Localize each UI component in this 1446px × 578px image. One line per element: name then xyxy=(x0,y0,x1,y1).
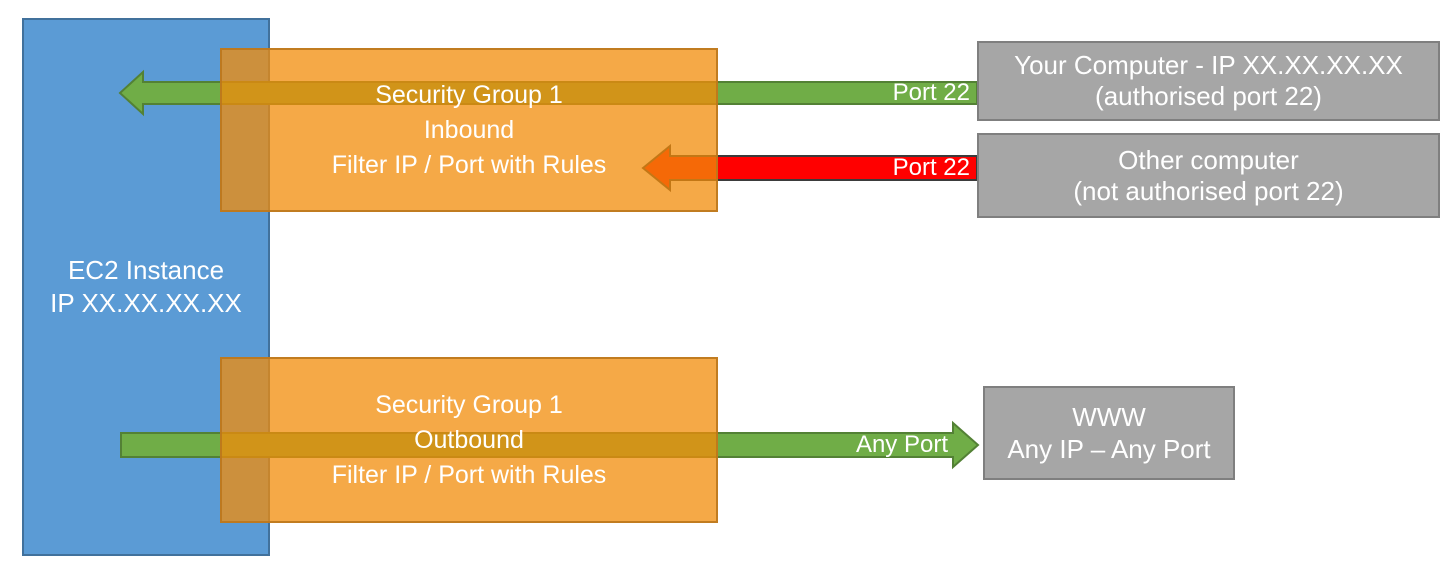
other-computer-title: Other computer xyxy=(1118,144,1299,175)
www-box: WWW Any IP – Any Port xyxy=(983,386,1235,480)
www-subtitle: Any IP – Any Port xyxy=(1007,434,1211,464)
security-group-outbound-box: Security Group 1 Outbound Filter IP / Po… xyxy=(220,357,718,523)
ec2-instance-ip: IP XX.XX.XX.XX xyxy=(50,288,242,318)
port-22-allowed-label: Port 22 xyxy=(892,79,970,106)
your-computer-box: Your Computer - IP XX.XX.XX.XX (authoris… xyxy=(977,41,1440,121)
any-port-label: Any Port xyxy=(855,431,948,458)
ec2-instance-title: EC2 Instance xyxy=(67,255,225,285)
your-computer-subtitle: (authorised port 22) xyxy=(1095,81,1322,111)
sg-outbound-title: Security Group 1 xyxy=(375,390,563,419)
www-title: WWW xyxy=(1072,402,1146,432)
your-computer-title: Your Computer - IP XX.XX.XX.XX xyxy=(1014,50,1403,80)
security-group-inbound-box: Security Group 1 Inbound Filter IP / Por… xyxy=(220,48,718,212)
sg-outbound-direction: Outbound xyxy=(414,425,524,454)
other-computer-box: Other computer (not authorised port 22) xyxy=(977,133,1440,218)
sg-outbound-description: Filter IP / Port with Rules xyxy=(331,460,607,489)
sg-inbound-description: Filter IP / Port with Rules xyxy=(331,150,607,179)
sg-inbound-title: Security Group 1 xyxy=(375,80,563,109)
other-computer-subtitle: (not authorised port 22) xyxy=(1073,175,1344,206)
sg-inbound-direction: Inbound xyxy=(423,115,515,144)
port-22-blocked-label: Port 22 xyxy=(892,154,970,181)
